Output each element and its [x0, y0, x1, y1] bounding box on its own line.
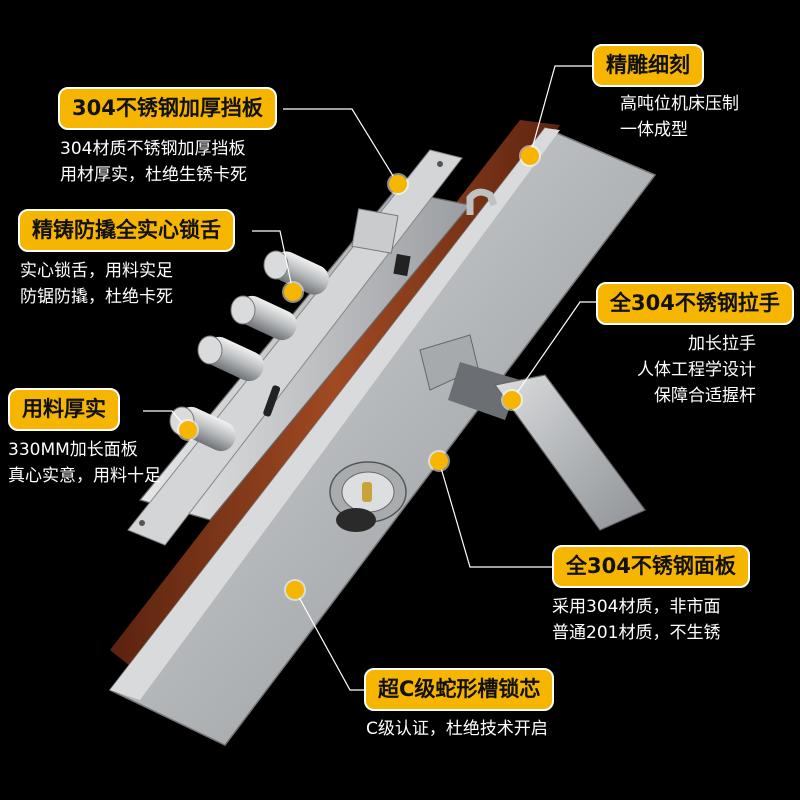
callout-panel-desc: 采用304材质，非市面 普通201材质，不生锈	[552, 594, 720, 646]
marker-dot-handle	[503, 391, 521, 409]
callout-plate-line-2: 用材厚实，杜绝生锈卡死	[60, 165, 247, 185]
callout-handle-line-3: 保障合适握杆	[654, 386, 756, 406]
marker-dot-panel	[430, 452, 448, 470]
callout-carve-line-2: 一体成型	[620, 120, 688, 140]
marker-dot-plate	[389, 175, 407, 193]
callout-handle-desc: 加长拉手 人体工程学设计 保障合适握杆	[637, 331, 756, 409]
callout-bolt-line-2: 防锯防撬，杜绝卡死	[20, 287, 173, 307]
callout-solid-line-2: 真心实意，用料十足	[8, 466, 161, 486]
callout-solid-desc: 330MM加长面板 真心实意，用料十足	[8, 437, 161, 489]
latch-block	[351, 208, 399, 254]
callout-panel-title: 全304不锈钢面板	[552, 545, 750, 588]
callout-leaders	[143, 65, 597, 691]
callout-carve-title: 精雕细刻	[592, 44, 704, 87]
callout-carve-line-1: 高吨位机床压制	[620, 94, 739, 114]
callout-solid-title: 用料厚实	[8, 388, 120, 431]
marker-dot-bolt	[284, 283, 302, 301]
callout-bolt-desc: 实心锁舌，用料实足 防锯防撬，杜绝卡死	[20, 258, 173, 310]
callout-core-desc: C级认证，杜绝技术开启	[366, 716, 548, 742]
marker-dot-core	[286, 581, 304, 599]
callout-handle-line-2: 人体工程学设计	[637, 360, 756, 380]
callout-solid-line-1: 330MM加长面板	[8, 440, 138, 460]
callout-plate-line-1: 304材质不锈钢加厚挡板	[60, 139, 246, 159]
lever-handle	[419, 334, 646, 531]
callout-panel-line-1: 采用304材质，非市面	[552, 597, 721, 617]
callout-plate-desc: 304材质不锈钢加厚挡板 用材厚实，杜绝生锈卡死	[60, 136, 247, 188]
mounting-screw	[139, 520, 145, 526]
marker-dot-solid	[179, 421, 197, 439]
lock-cylinder	[329, 461, 407, 532]
outer-panel-bevel	[110, 128, 560, 700]
callout-core-line-1: C级认证，杜绝技术开启	[366, 719, 548, 739]
callout-bolt-title: 精铸防撬全实心锁舌	[18, 209, 235, 252]
hook-bolt	[466, 188, 498, 215]
callout-carve-desc: 高吨位机床压制 一体成型	[620, 91, 739, 143]
bolt-cylinders	[169, 250, 329, 452]
key-slot	[393, 253, 411, 277]
spindle-slot	[263, 385, 281, 417]
outer-panel	[108, 127, 657, 746]
mounting-screw	[437, 161, 443, 167]
callout-handle-line-1: 加长拉手	[688, 334, 756, 354]
callout-plate-title: 304不锈钢加厚挡板	[58, 87, 277, 130]
callout-core-title: 超C级蛇形槽锁芯	[364, 668, 555, 711]
callout-bolt-line-1: 实心锁舌，用料实足	[20, 261, 173, 281]
callout-panel-line-2: 普通201材质，不生锈	[552, 623, 721, 643]
callout-handle-title: 全304不锈钢拉手	[596, 282, 794, 325]
marker-dot-carve	[521, 147, 539, 165]
